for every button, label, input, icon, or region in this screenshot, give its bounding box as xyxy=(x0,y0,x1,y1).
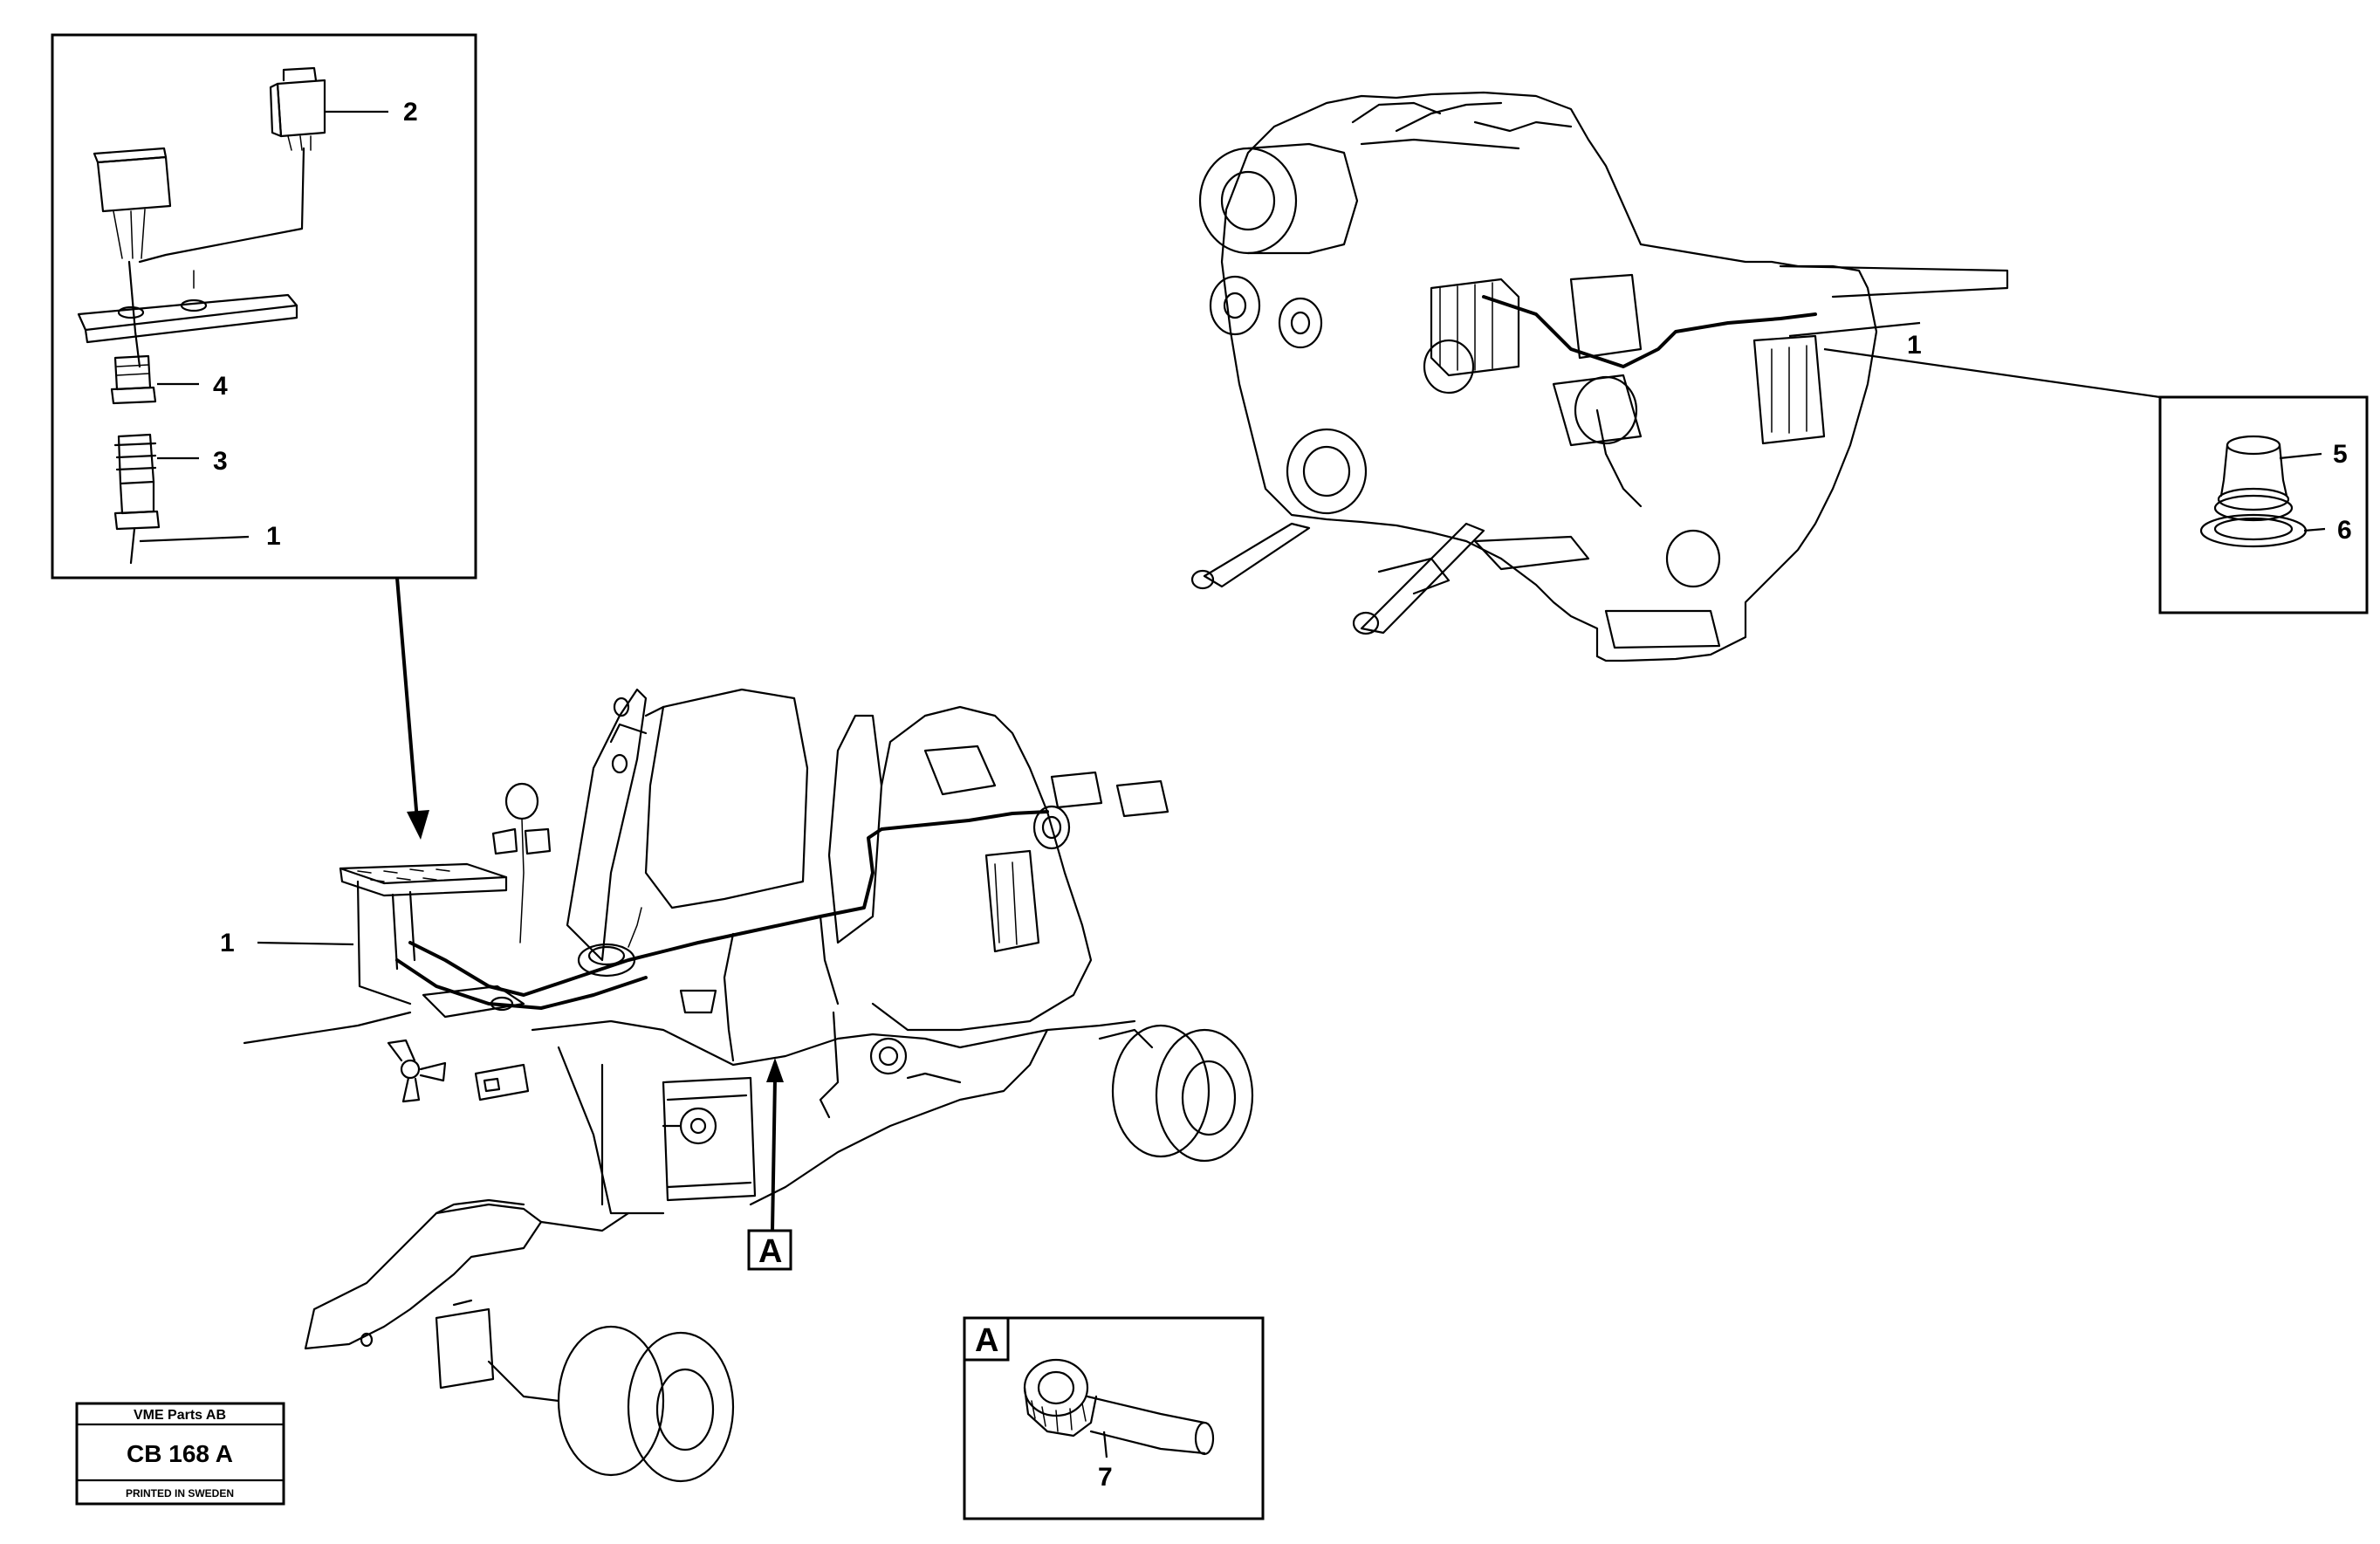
bracket-plate xyxy=(77,270,298,344)
connector-large xyxy=(93,147,172,259)
leader-engine-1 xyxy=(1788,321,1921,338)
sensor-part-3 xyxy=(113,433,161,565)
engine-harness xyxy=(1482,295,1817,368)
detail-box-sensor-frame xyxy=(51,33,477,580)
detail-box-sensor: 2 4 3 1 xyxy=(51,33,477,580)
callout-2: 2 xyxy=(403,98,418,127)
main-assembly: 1 A xyxy=(220,688,1254,1483)
ref-a-label: A xyxy=(758,1233,782,1270)
detail-box-a-letter: A xyxy=(975,1322,998,1359)
instrument-plate xyxy=(339,862,508,1005)
wire-vertical xyxy=(127,260,141,368)
detail-box-grommet: 5 6 xyxy=(2158,395,2369,614)
fan xyxy=(387,1039,447,1103)
callout-6: 6 xyxy=(2337,516,2352,545)
callout-4: 4 xyxy=(213,372,228,401)
engine-assembly-right xyxy=(1190,91,2009,662)
stamp-block: VME Parts AB CB 168 A PRINTED IN SWEDEN xyxy=(75,1402,285,1506)
connector-part-2 xyxy=(269,66,326,151)
arrow-detail-to-assembly xyxy=(395,577,429,840)
stamp-code: CB 168 A xyxy=(127,1440,233,1467)
callout-1-engine: 1 xyxy=(1907,331,1922,360)
stamp-frame xyxy=(75,1402,285,1506)
arrow-ref-a xyxy=(771,1077,777,1232)
callout-1-assembly: 1 xyxy=(220,929,235,957)
leader-to-detail-right xyxy=(1823,347,2161,399)
callout-7: 7 xyxy=(1098,1463,1113,1492)
callout-3: 3 xyxy=(213,447,228,476)
harness-exit-left xyxy=(243,1011,412,1045)
stamp-company: VME Parts AB xyxy=(134,1408,226,1423)
detail-box-a-tag xyxy=(963,1316,1010,1362)
nut-part-4 xyxy=(110,354,157,405)
main-harness xyxy=(408,810,1049,997)
callout-5: 5 xyxy=(2333,440,2348,469)
detail-box-a: A 7 xyxy=(963,1316,1265,1520)
nut-part-7 xyxy=(1023,1358,1215,1456)
drum-right xyxy=(1098,1024,1254,1163)
detail-box-grommet-frame xyxy=(2158,395,2369,614)
drum-lower-left xyxy=(487,1325,735,1483)
grommet-part-5 xyxy=(2213,435,2294,522)
ref-a-box xyxy=(747,1229,792,1271)
detail-box-a-frame xyxy=(963,1316,1265,1520)
wire-upper xyxy=(138,147,305,264)
callout-1-detail: 1 xyxy=(266,522,281,551)
stamp-printed: PRINTED IN SWEDEN xyxy=(126,1487,234,1499)
